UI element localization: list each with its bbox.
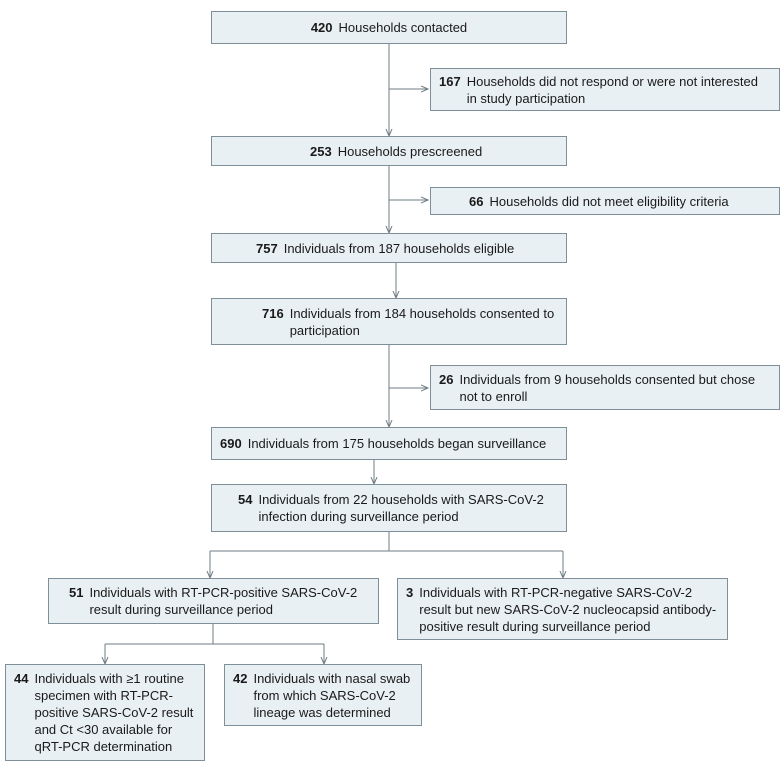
label: Individuals with RT-PCR-positive SARS-Co… (89, 585, 358, 617)
count: 42 (233, 670, 248, 686)
label: Individuals with ≥1 routine specimen wit… (34, 671, 194, 754)
box-households-prescreened: 253 Households prescreened (211, 136, 567, 166)
box-households-no-response: 167 Households did not respond or were no… (430, 68, 780, 111)
label: Households prescreened (337, 143, 483, 159)
count: 54 (238, 492, 253, 507)
label: Households contacted (338, 20, 468, 35)
box-sars-cov-2-infection: 54 Individuals from 22 households with SA… (211, 484, 567, 532)
label: Individuals from 22 households with SARS… (258, 492, 544, 524)
label: Households did not respond or were not i… (466, 73, 758, 106)
count: 3 (406, 584, 414, 600)
count: 44 (14, 671, 29, 686)
count: 66 (469, 193, 484, 209)
count: 690 (220, 436, 242, 451)
count: 167 (439, 73, 461, 89)
label: Individuals from 187 households eligible (283, 240, 515, 256)
label: Individuals with nasal swab from which S… (253, 670, 411, 720)
label: Households did not meet eligibility crit… (489, 193, 729, 209)
box-individuals-not-enrolled: 26 Individuals from 9 households consente… (430, 365, 780, 410)
count: 51 (69, 585, 84, 600)
box-rt-pcr-positive: 51 Individuals with RT-PCR-positive SARS-… (48, 578, 379, 624)
label: Individuals with RT-PCR-negative SARS-Co… (419, 584, 717, 634)
box-households-not-eligible: 66 Households did not meet eligibility cr… (430, 187, 780, 215)
count: 420 (310, 20, 333, 35)
count: 716 (262, 305, 284, 321)
box-routine-specimen: 44 Individuals with ≥1 routine specimen w… (5, 664, 205, 761)
box-individuals-consented: 716 Individuals from 184 households conse… (211, 298, 567, 345)
box-lineage-determined: 42 Individuals with nasal swab from which… (224, 664, 422, 726)
box-rt-pcr-negative: 3 Individuals with RT-PCR-negative SARS-C… (397, 578, 728, 640)
box-households-contacted: 420 Households contacted (211, 11, 567, 44)
count: 757 (256, 240, 278, 256)
box-individuals-eligible: 757 Individuals from 187 households eligi… (211, 233, 567, 263)
count: 253 (310, 143, 332, 159)
label: Individuals from 184 households consente… (289, 305, 555, 338)
label: Individuals from 9 households consented … (459, 371, 756, 404)
count: 26 (439, 371, 454, 387)
box-began-surveillance: 690 Individuals from 175 households began… (211, 427, 567, 460)
label: Individuals from 175 households began su… (247, 436, 547, 451)
